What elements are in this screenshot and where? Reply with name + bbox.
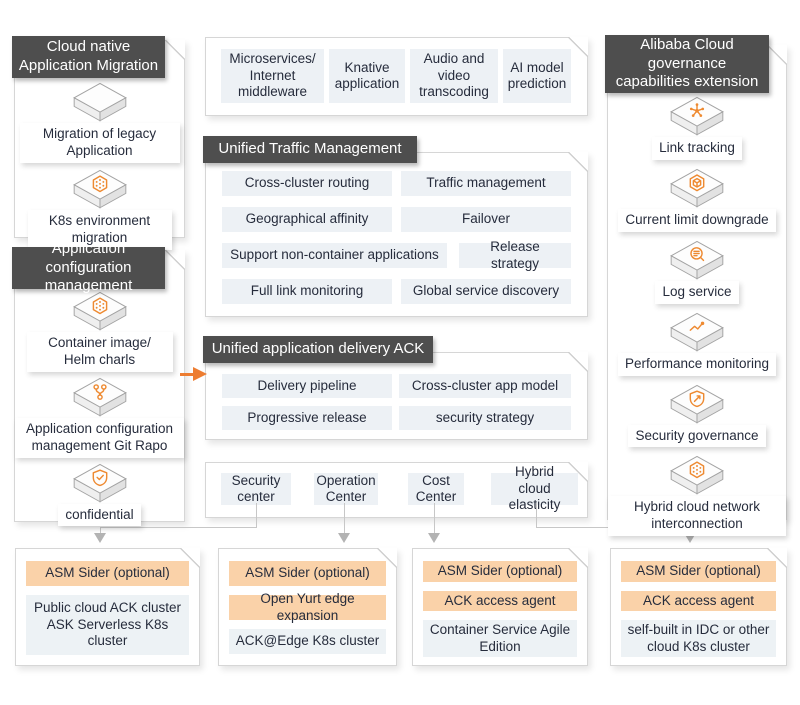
workload-cell: Audio and video transcoding — [410, 49, 498, 103]
node-hybrid-network-interconnection: Hybrid cloud network interconnection — [608, 455, 786, 537]
header-cloud-native-migration: Cloud native Application Migration — [12, 36, 165, 78]
workload-cell: AI model prediction — [503, 49, 571, 103]
node-log-service: Log service — [655, 240, 739, 304]
traffic-cell: Geographical affinity — [222, 207, 392, 232]
connector-cost-center — [434, 503, 435, 534]
cluster-row: Public cloud ACK cluster ASK Serverless … — [26, 595, 189, 655]
delivery-cell: Progressive release — [222, 406, 392, 430]
traffic-cell: Traffic management — [401, 171, 571, 196]
panel-app-config-management: Container image/ Helm charls Application… — [14, 250, 185, 527]
log-search-icon — [670, 240, 724, 280]
config-to-delivery-arrow — [180, 373, 194, 376]
shield-arrow-icon — [670, 384, 724, 424]
node-current-limit-downgrade: Current limit downgrade — [618, 168, 776, 232]
cluster-row: ACK@Edge K8s cluster — [229, 629, 386, 654]
panel-cluster-agile: ASM Sider (optional) ACK access agent Co… — [412, 548, 588, 666]
arrow-down-icon — [94, 533, 106, 543]
hexagon-mesh-icon — [670, 456, 724, 495]
traffic-row: Cross-cluster routing Traffic management — [206, 171, 587, 196]
shield-check-icon — [72, 463, 127, 503]
delivery-cell: Cross-cluster app model — [399, 374, 571, 398]
asm-sider-row: ASM Sider (optional) — [621, 561, 776, 582]
git-branch-icon — [72, 377, 127, 417]
trend-line-icon — [670, 312, 724, 352]
delivery-cell: Delivery pipeline — [222, 374, 392, 398]
arrow-down-icon — [428, 533, 440, 543]
header-unified-traffic-management: Unified Traffic Management — [203, 136, 417, 163]
workload-cell: Knative application — [329, 49, 405, 103]
node-label: Container image/ Helm charls — [26, 332, 173, 372]
header-governance-extension: Alibaba Cloud governance capabilities ex… — [605, 35, 769, 93]
center-cell-hybrid-elasticity: Hybrid cloud elasticity — [491, 464, 578, 512]
header-unified-app-delivery: Unified application delivery ACK — [203, 336, 433, 363]
node-label: Application configuration management Git… — [15, 417, 184, 458]
delivery-row: Progressive release security strategy — [206, 406, 587, 430]
traffic-cell: Cross-cluster routing — [222, 171, 392, 196]
connector-security-center — [100, 527, 101, 534]
delivery-row: Delivery pipeline Cross-cluster app mode… — [206, 374, 587, 398]
ack-agent-row: ACK access agent — [423, 590, 577, 612]
node-label: K8s environment migration — [27, 209, 172, 250]
network-nodes-icon — [670, 96, 724, 136]
panel-cluster-edge: ASM Sider (optional) Open Yurt edge expa… — [218, 548, 397, 666]
node-git-repo: Application configuration management Git… — [15, 377, 184, 458]
traffic-cell: Full link monitoring — [222, 279, 392, 304]
node-legacy-app-migration: Migration of legacy Application — [19, 82, 180, 163]
cube-icon — [72, 82, 127, 122]
traffic-cell: Global service discovery — [401, 279, 571, 304]
traffic-cell: Support non-container applications — [222, 243, 447, 268]
panel-cluster-idc: ASM Sider (optional) ACK access agent se… — [610, 548, 787, 666]
connector-operation-center — [344, 503, 345, 534]
node-label: confidential — [58, 503, 141, 527]
connector-security-center — [256, 503, 257, 528]
traffic-row: Full link monitoring Global service disc… — [206, 279, 587, 304]
open-yurt-row: Open Yurt edge expansion — [229, 591, 386, 623]
asm-sider-row: ASM Sider (optional) — [423, 561, 577, 582]
panel-workloads: Microservices/ Internet middleware Knati… — [205, 37, 588, 116]
node-label: Migration of legacy Application — [19, 123, 180, 163]
connector-security-center — [100, 527, 257, 528]
node-confidential: confidential — [58, 463, 141, 527]
panel-centers: Security center Operation Center Cost Ce… — [205, 462, 588, 518]
hexagon-cube-icon — [670, 168, 724, 208]
traffic-row: Support non-container applications Relea… — [206, 239, 587, 271]
ack-agent-row: ACK access agent — [621, 590, 776, 612]
hexagon-mesh-icon — [72, 291, 127, 331]
arrow-right-icon — [193, 367, 207, 381]
arrow-down-icon — [684, 533, 696, 543]
panel-governance-extension: Link tracking Current limit downgrade — [607, 45, 787, 537]
panel-cluster-public-cloud: ASM Sider (optional) Public cloud ACK cl… — [15, 548, 200, 666]
header-app-config-management: Application configuration management — [12, 240, 165, 294]
workload-cell: Microservices/ Internet middleware — [221, 49, 324, 103]
panel-unified-traffic-management: Cross-cluster routing Traffic management… — [205, 152, 588, 317]
center-cell-operation: Operation Center — [314, 473, 378, 505]
connector-hybrid-elasticity — [536, 503, 537, 528]
asm-sider-row: ASM Sider (optional) — [26, 561, 189, 586]
cluster-row: self-built in IDC or other cloud K8s clu… — [621, 620, 776, 657]
node-link-tracking: Link tracking — [652, 96, 742, 160]
node-label: Current limit downgrade — [618, 208, 776, 232]
node-label: Link tracking — [652, 137, 742, 160]
node-label: Hybrid cloud network interconnection — [608, 496, 786, 537]
node-label: Security governance — [628, 424, 766, 448]
node-security-governance: Security governance — [628, 384, 766, 448]
asm-sider-row: ASM Sider (optional) — [229, 561, 386, 586]
cluster-row: Container Service Agile Edition — [423, 620, 577, 657]
arrow-down-icon — [338, 533, 350, 543]
hexagon-mesh-icon — [72, 169, 127, 209]
panel-unified-app-delivery: Delivery pipeline Cross-cluster app mode… — [205, 352, 588, 440]
node-performance-monitoring: Performance monitoring — [617, 312, 777, 376]
node-label: Performance monitoring — [617, 352, 777, 376]
traffic-cell: Failover — [401, 207, 571, 232]
center-cell-cost: Cost Center — [408, 473, 464, 505]
traffic-row: Geographical affinity Failover — [206, 207, 587, 232]
delivery-cell: security strategy — [399, 406, 571, 430]
node-label: Log service — [655, 280, 739, 304]
center-cell-security: Security center — [221, 473, 291, 505]
node-container-image: Container image/ Helm charls — [26, 291, 173, 372]
node-k8s-env-migration: K8s environment migration — [27, 169, 172, 250]
traffic-cell: Release strategy — [459, 239, 571, 271]
